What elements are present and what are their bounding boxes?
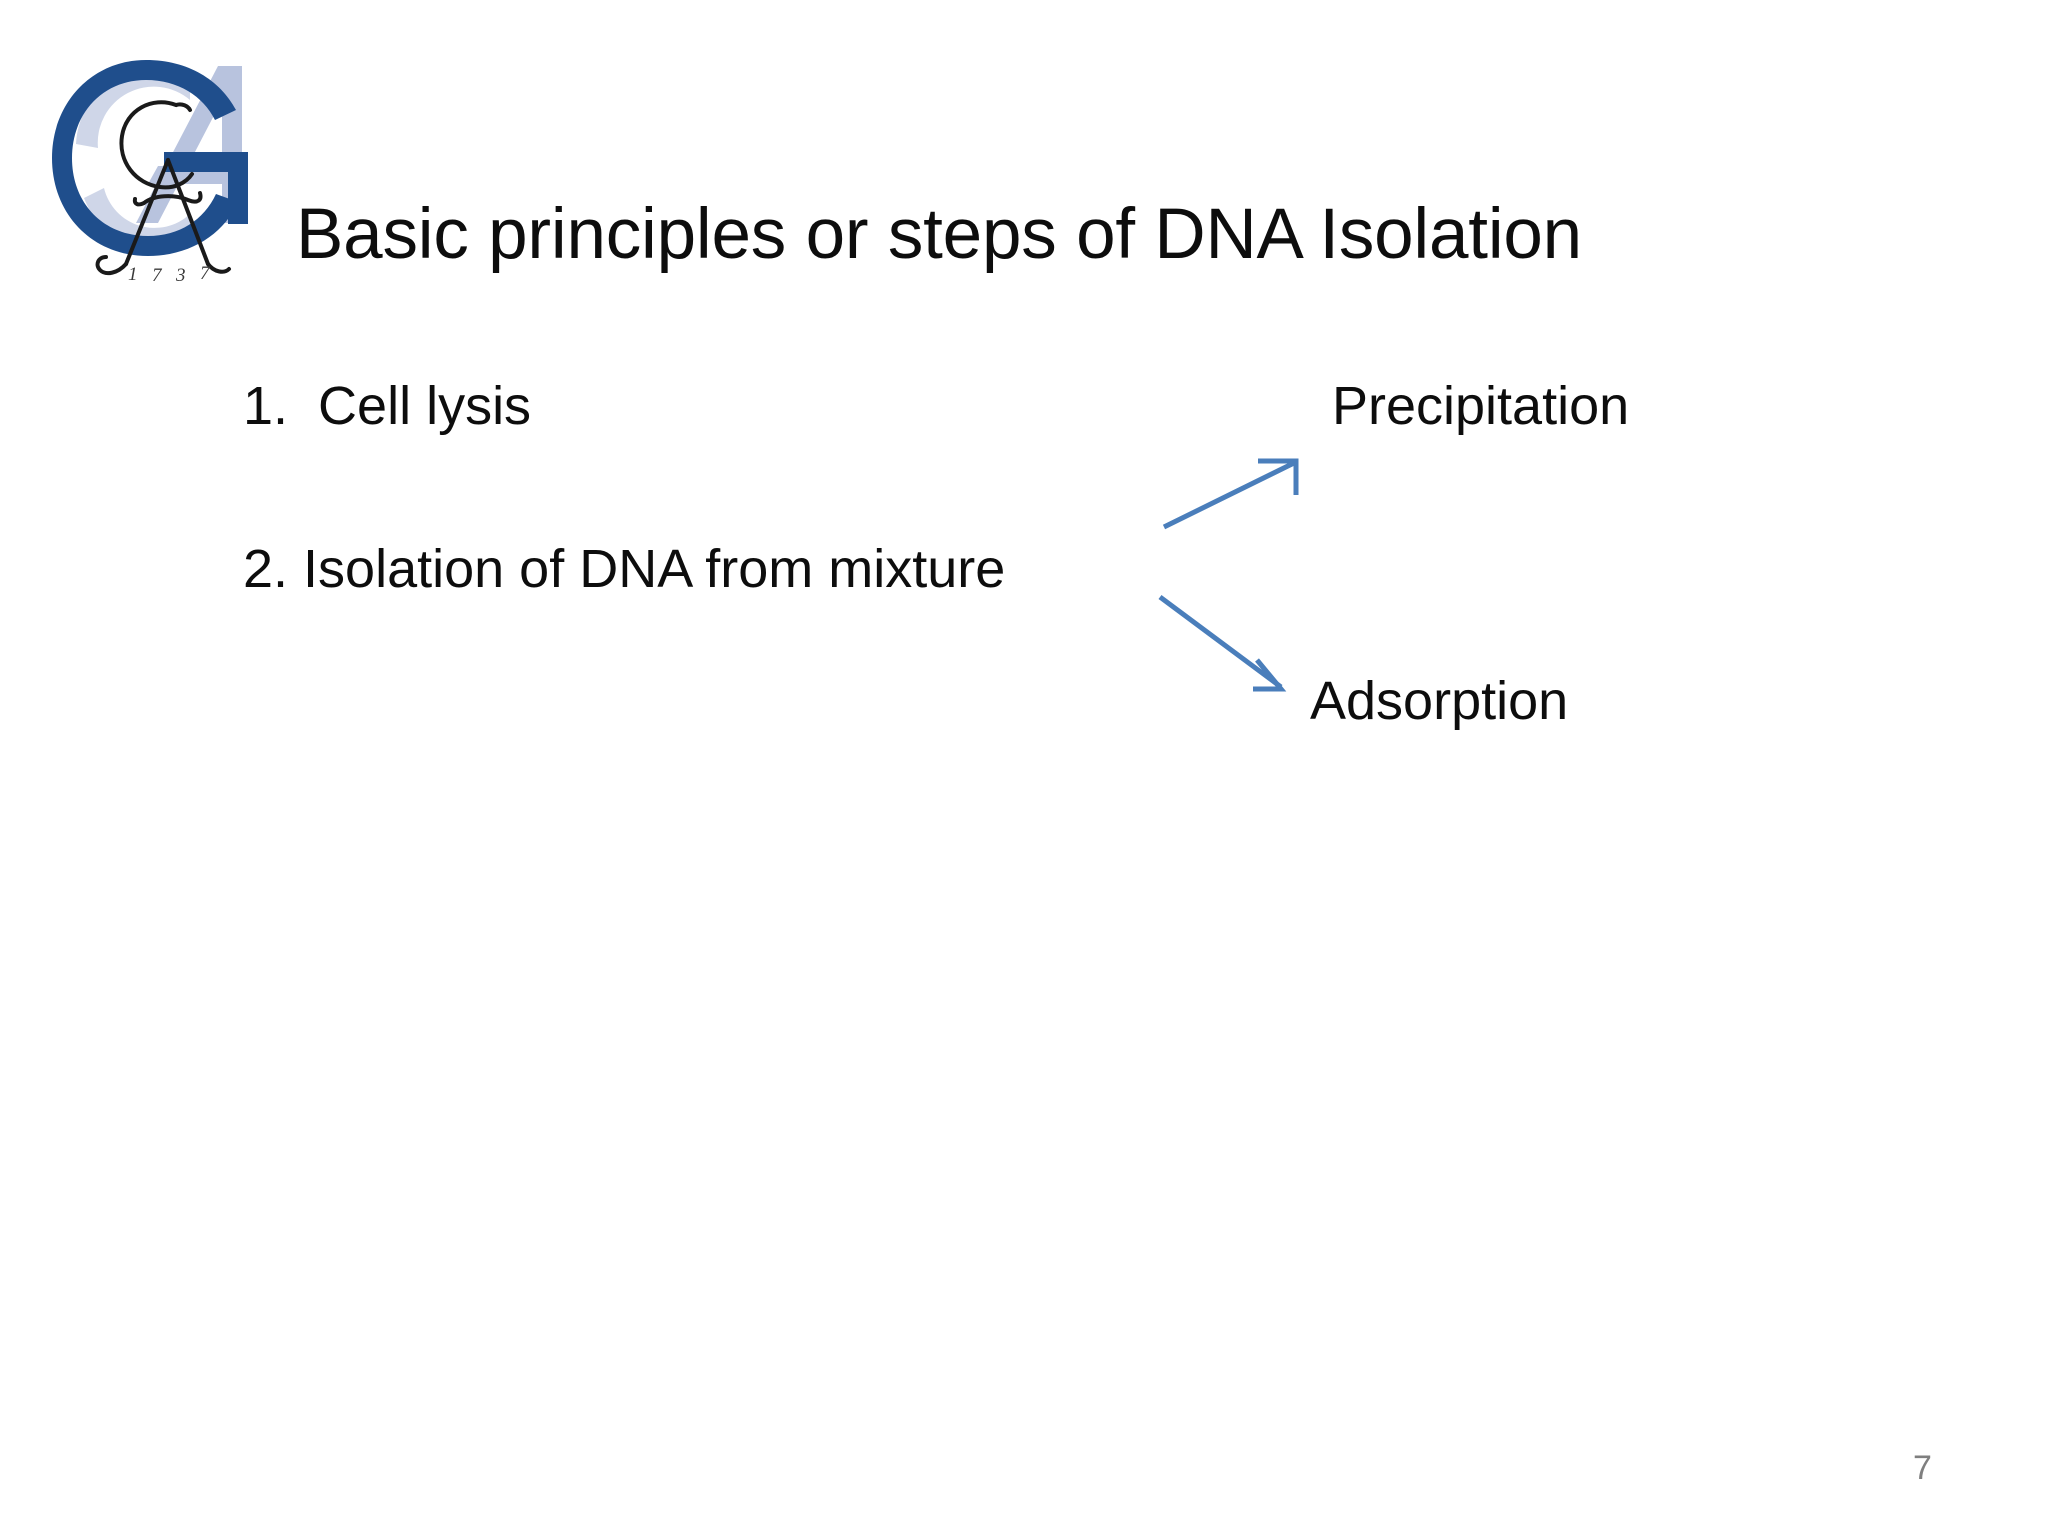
university-crest-logo: 1 7 3 7 xyxy=(40,48,270,283)
page-number: 7 xyxy=(1913,1449,1932,1487)
branch-label-precipitation: Precipitation xyxy=(1332,376,1630,436)
svg-text:7: 7 xyxy=(200,263,211,283)
page-title: Basic principles or steps of DNA Isolati… xyxy=(296,195,1582,274)
step-item-1: 1. Cell lysis xyxy=(243,376,532,436)
logo-navy-g xyxy=(52,60,248,256)
arrow-up-right-icon xyxy=(1162,458,1299,530)
svg-text:7: 7 xyxy=(152,265,163,283)
logo-year-1737: 1 7 3 7 xyxy=(128,263,211,283)
step-item-2: 2. Isolation of DNA from mixture xyxy=(243,539,1006,599)
logo-script-monogram xyxy=(95,100,231,276)
arrow-down-right-icon xyxy=(1158,594,1287,692)
svg-text:3: 3 xyxy=(175,265,186,283)
branch-label-adsorption: Adsorption xyxy=(1310,671,1569,731)
svg-text:1: 1 xyxy=(128,264,138,283)
logo-artwork: 1 7 3 7 xyxy=(52,60,248,283)
